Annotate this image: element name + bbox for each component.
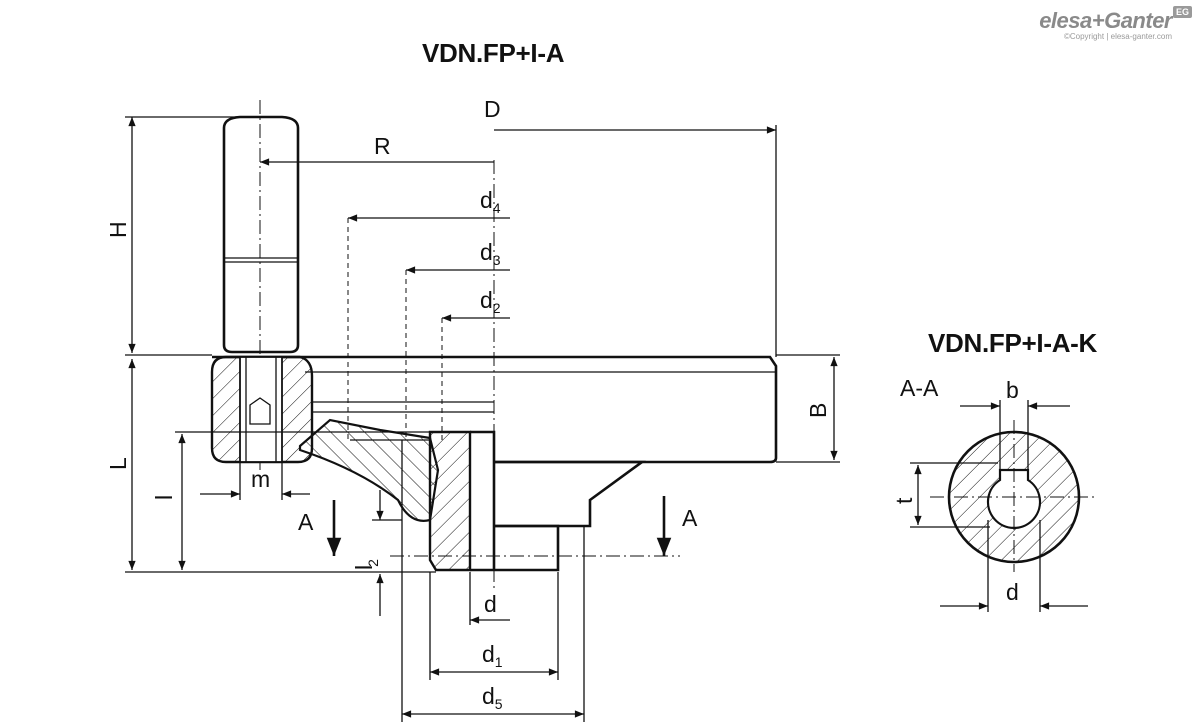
brand-name: elesa+Ganter [1039,8,1172,33]
label-B: B [805,403,831,418]
label-section-AA: A-A [900,375,939,401]
label-t: t [891,497,917,504]
label-section-A-right: A [682,505,698,531]
spoke-section [298,418,440,522]
rim-section [210,355,314,464]
label-H: H [105,221,131,238]
brand-logo: elesa+Ganter ©Copyright | elesa-ganter.c… [1039,6,1192,41]
handle-grip [222,115,300,354]
label-D: D [484,96,501,122]
label-bore-d: d [1006,579,1019,605]
label-d1: d1 [482,641,503,670]
label-L: L [105,457,131,470]
label-d4: d4 [480,187,501,216]
brand-copyright: ©Copyright | elesa-ganter.com [1063,32,1172,41]
label-l: l [151,495,177,500]
label-d5: d5 [482,683,503,712]
label-b: b [1006,377,1019,403]
hub-section [428,430,646,572]
label-d3: d3 [480,239,501,268]
handwheel-rim [212,355,778,464]
label-m: m [251,466,270,492]
label-section-A-left: A [298,509,314,535]
label-R: R [374,133,391,159]
section-view-AA [910,400,1098,612]
brand-badge: EG [1172,6,1192,18]
variant-title: VDN.FP+I-A-K [928,328,1098,358]
drawing-title: VDN.FP+I-A [422,38,565,68]
label-d: d [484,591,497,617]
label-d2: d2 [480,287,501,316]
label-l2: l2 [351,559,381,570]
